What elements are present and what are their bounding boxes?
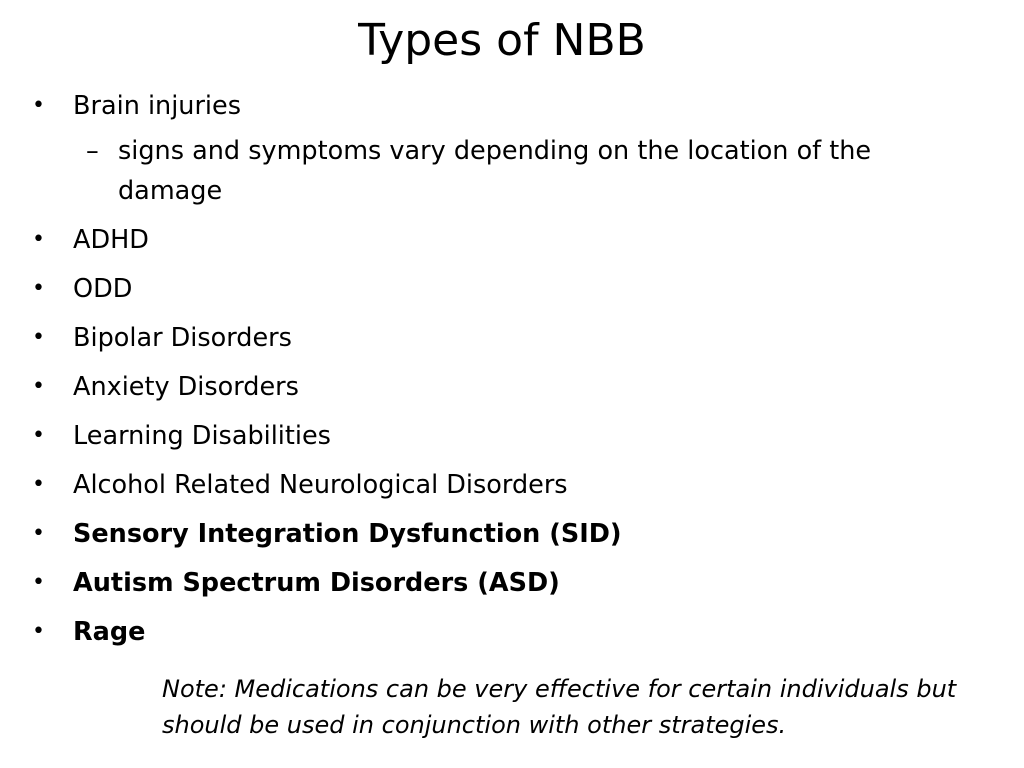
list-item-text: Bipolar Disorders (73, 323, 292, 353)
bullet-list: • Brain injuries – signs and symptoms va… (0, 86, 1024, 661)
bullet-icon: • (32, 93, 45, 118)
list-item-text: ADHD (73, 225, 149, 255)
list-item: • ODD (0, 269, 1024, 309)
bullet-icon: • (32, 521, 45, 546)
bullet-icon: • (32, 619, 45, 644)
sub-list-item-text: signs and symptoms vary depending on the… (118, 136, 872, 206)
sub-list-item: – signs and symptoms vary depending on t… (0, 131, 938, 211)
bullet-icon: • (32, 423, 45, 448)
list-item: • Bipolar Disorders (0, 318, 1024, 358)
bullet-icon: • (32, 276, 45, 301)
list-item-text: Sensory Integration Dysfunction (SID) (73, 519, 622, 549)
list-item-text: Brain injuries (73, 91, 241, 121)
dash-icon: – (86, 136, 99, 166)
list-item-text: Anxiety Disorders (73, 372, 299, 402)
bullet-icon: • (32, 374, 45, 399)
list-item-text: Alcohol Related Neurological Disorders (73, 470, 568, 500)
list-item-text: Rage (73, 617, 146, 647)
list-item: • Anxiety Disorders (0, 367, 1024, 407)
list-item-text: Autism Spectrum Disorders (ASD) (73, 568, 560, 598)
list-item: • ADHD (0, 220, 1024, 260)
list-item: • Sensory Integration Dysfunction (SID) (0, 514, 1024, 554)
bullet-icon: • (32, 472, 45, 497)
medication-note: Note: Medications can be very effective … (162, 675, 957, 739)
list-item: • Autism Spectrum Disorders (ASD) (0, 563, 1024, 603)
list-item: • Rage (0, 612, 1024, 652)
list-item: • Brain injuries (0, 86, 1024, 126)
bullet-icon: • (32, 325, 45, 350)
slide-title: Types of NBB (358, 15, 646, 66)
bullet-icon: • (32, 570, 45, 595)
list-item: • Alcohol Related Neurological Disorders (0, 465, 1024, 505)
list-item-text: Learning Disabilities (73, 421, 331, 451)
bullet-icon: • (32, 227, 45, 252)
list-item-text: ODD (73, 274, 133, 304)
list-item: • Learning Disabilities (0, 416, 1024, 456)
